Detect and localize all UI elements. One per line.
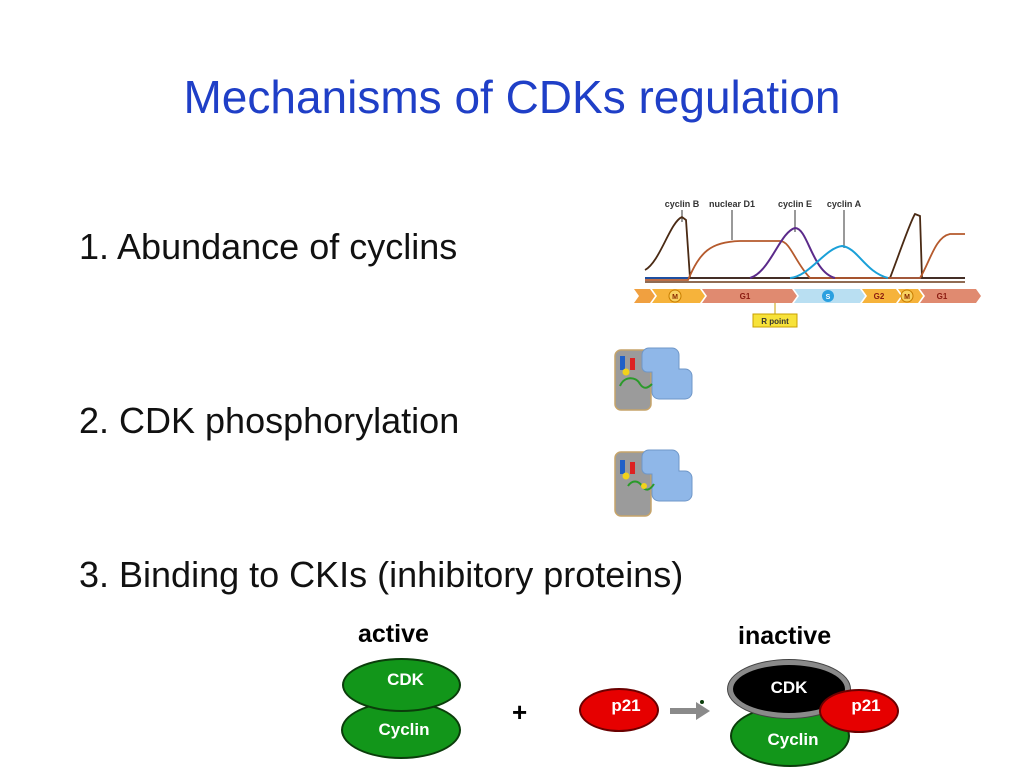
phase-g2 <box>862 289 901 303</box>
phase-arrow-start <box>634 289 655 303</box>
label-cyclin-b: cyclin B <box>665 199 700 209</box>
phospho-yellow-2 <box>641 483 647 489</box>
phase-label-s: S <box>826 294 831 301</box>
curve-cyclin-e <box>749 226 836 279</box>
arrow-to-inactive <box>670 702 710 720</box>
active-cyclin: Cyclin <box>341 701 461 759</box>
arrow-head <box>696 702 710 720</box>
helix-red <box>630 358 635 370</box>
point-binding-ckis: 3. Binding to CKIs (inhibitory proteins) <box>79 554 684 595</box>
badge-m2 <box>900 289 914 303</box>
point-abundance-cyclins: 1. Abundance of cyclins <box>79 226 458 267</box>
bound-p21: p21 <box>819 689 899 733</box>
cyclin-blue-lobe <box>641 347 693 400</box>
badge-m1 <box>668 289 682 303</box>
cyclin-abundance-diagram: cyclin B nuclear D1 cyclin E cyclin A M … <box>634 199 981 328</box>
active-cdk-label: CDK <box>387 670 424 689</box>
helix-blue <box>620 356 625 370</box>
active-cdk: CDK <box>342 658 461 712</box>
rpoint-box <box>752 313 798 328</box>
free-p21: p21 <box>579 688 659 732</box>
cdk-structure-icon-1 <box>614 347 693 411</box>
label-nuclear-d1: nuclear D1 <box>709 199 755 209</box>
plus-sign: + <box>512 697 528 727</box>
label-active: active <box>358 620 429 648</box>
phospho-yellow <box>622 472 630 480</box>
badge-s <box>822 290 834 302</box>
point-cdk-phosphorylation: 2. CDK phosphorylation <box>79 400 460 441</box>
tloop-green <box>619 377 653 389</box>
cyclin-blue-lobe <box>641 449 693 502</box>
arrow-shaft <box>670 708 696 714</box>
label-inactive: inactive <box>738 622 832 650</box>
bound-p21-label: p21 <box>851 696 881 715</box>
phospho-yellow <box>622 368 630 376</box>
inactive-cyclin-label: Cyclin <box>767 730 819 749</box>
rpoint-label: R point <box>761 317 789 326</box>
phase-g1 <box>702 289 797 303</box>
cdk-structure-icon-2 <box>614 449 693 517</box>
phase-label-g1b: G1 <box>937 292 948 301</box>
phase-label-g1: G1 <box>740 292 751 301</box>
curve-cyclin-a <box>789 244 889 279</box>
phase-g1b <box>920 289 981 303</box>
helix-red <box>630 462 635 474</box>
slide-title: Mechanisms of CDKs regulation <box>183 71 841 123</box>
phase-label-m1: M <box>672 294 678 301</box>
phase-label-g2: G2 <box>874 292 885 301</box>
inactive-cdk-label: CDK <box>770 678 808 697</box>
helix-blue <box>620 460 625 474</box>
active-cyclin-label: Cyclin <box>378 720 430 739</box>
free-p21-label: p21 <box>611 696 641 715</box>
phase-label-m2: M <box>904 294 910 301</box>
label-cyclin-a: cyclin A <box>827 199 862 209</box>
label-cyclin-e: cyclin E <box>778 199 812 209</box>
curve-nuclear-d1 <box>645 233 965 281</box>
